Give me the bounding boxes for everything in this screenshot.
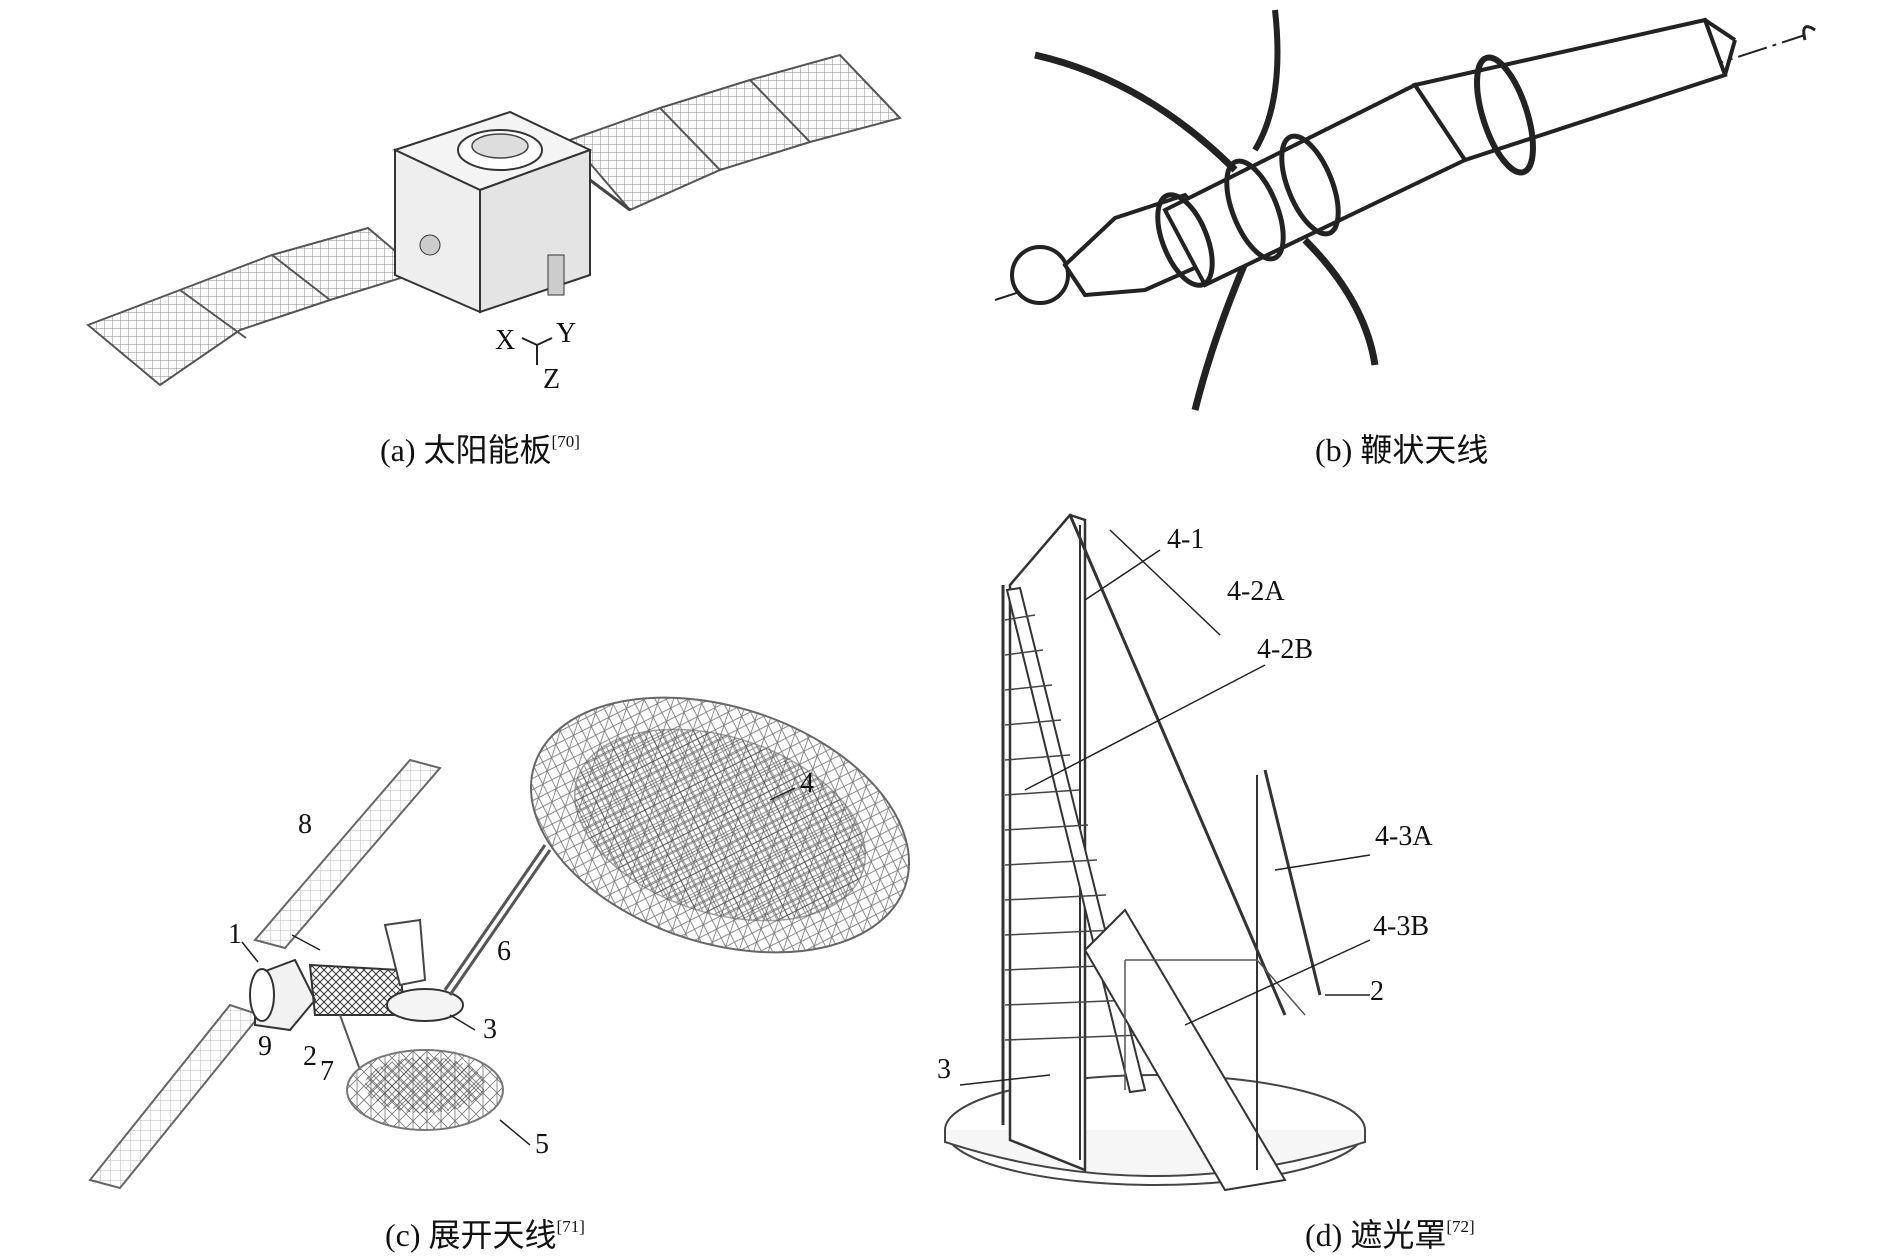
part-label-3-d: 3 — [937, 1054, 951, 1085]
axis-label-y: Y — [556, 318, 576, 349]
caption-c-prefix: (c) — [385, 1217, 421, 1253]
panel-d: 4-1 4-2A 4-2B 4-3A 4-3B 2 3 (d) 遮光罩[72] — [937, 470, 1890, 1257]
panel-c: 1 2 3 4 5 6 7 8 9 (c) 展开天线[71] — [0, 470, 945, 1257]
part-label-1: 1 — [228, 919, 242, 950]
axis-label-x: X — [495, 325, 515, 356]
caption-d: (d) 遮光罩[72] — [1305, 1210, 1475, 1256]
panel-a: X Y Z (a) 太阳能板[70] — [0, 0, 945, 470]
caption-a: (a) 太阳能板[70] — [380, 425, 580, 471]
part-label-9: 9 — [258, 1031, 272, 1062]
deployable-antenna-drawing: 1 2 3 4 5 6 7 8 9 — [88, 696, 911, 1190]
caption-a-prefix: (a) — [380, 432, 416, 468]
part-label-4-3a: 4-3A — [1375, 821, 1433, 852]
caption-c-ref: [71] — [556, 1217, 585, 1236]
caption-d-ref: [72] — [1446, 1217, 1475, 1236]
caption-d-text: 遮光罩 — [1350, 1217, 1447, 1253]
part-label-2: 2 — [303, 1041, 317, 1072]
whip-antenna-drawing — [994, 9, 1816, 411]
part-label-4-2a: 4-2A — [1227, 576, 1285, 607]
caption-b: (b) 鞭状天线 — [1315, 425, 1488, 471]
caption-c: (c) 展开天线[71] — [385, 1210, 585, 1256]
axis-label-z: Z — [543, 364, 560, 395]
satellite-solar-panel-drawing: X Y Z — [86, 53, 902, 395]
caption-b-prefix: (b) — [1315, 432, 1353, 468]
caption-a-text: 太阳能板 — [423, 432, 552, 468]
part-label-6: 6 — [497, 936, 511, 967]
caption-b-text: 鞭状天线 — [1360, 432, 1489, 468]
sunshield-drawing: 4-1 4-2A 4-2B 4-3A 4-3B 2 3 — [937, 513, 1433, 1192]
caption-d-prefix: (d) — [1305, 1217, 1343, 1253]
caption-c-text: 展开天线 — [428, 1217, 557, 1253]
part-label-7: 7 — [320, 1056, 334, 1087]
part-label-3: 3 — [483, 1014, 497, 1045]
part-label-4-2b: 4-2B — [1257, 634, 1313, 665]
part-label-2-d: 2 — [1370, 976, 1384, 1007]
part-label-8: 8 — [298, 809, 312, 840]
part-label-4-3b: 4-3B — [1373, 911, 1429, 942]
part-label-4-1: 4-1 — [1167, 524, 1204, 555]
caption-a-ref: [70] — [551, 432, 580, 451]
solar-panel-right — [568, 53, 902, 212]
solar-panel-left — [86, 226, 423, 387]
part-label-5: 5 — [535, 1129, 549, 1160]
part-label-4: 4 — [800, 768, 814, 799]
panel-b: (b) 鞭状天线 — [945, 0, 1890, 470]
